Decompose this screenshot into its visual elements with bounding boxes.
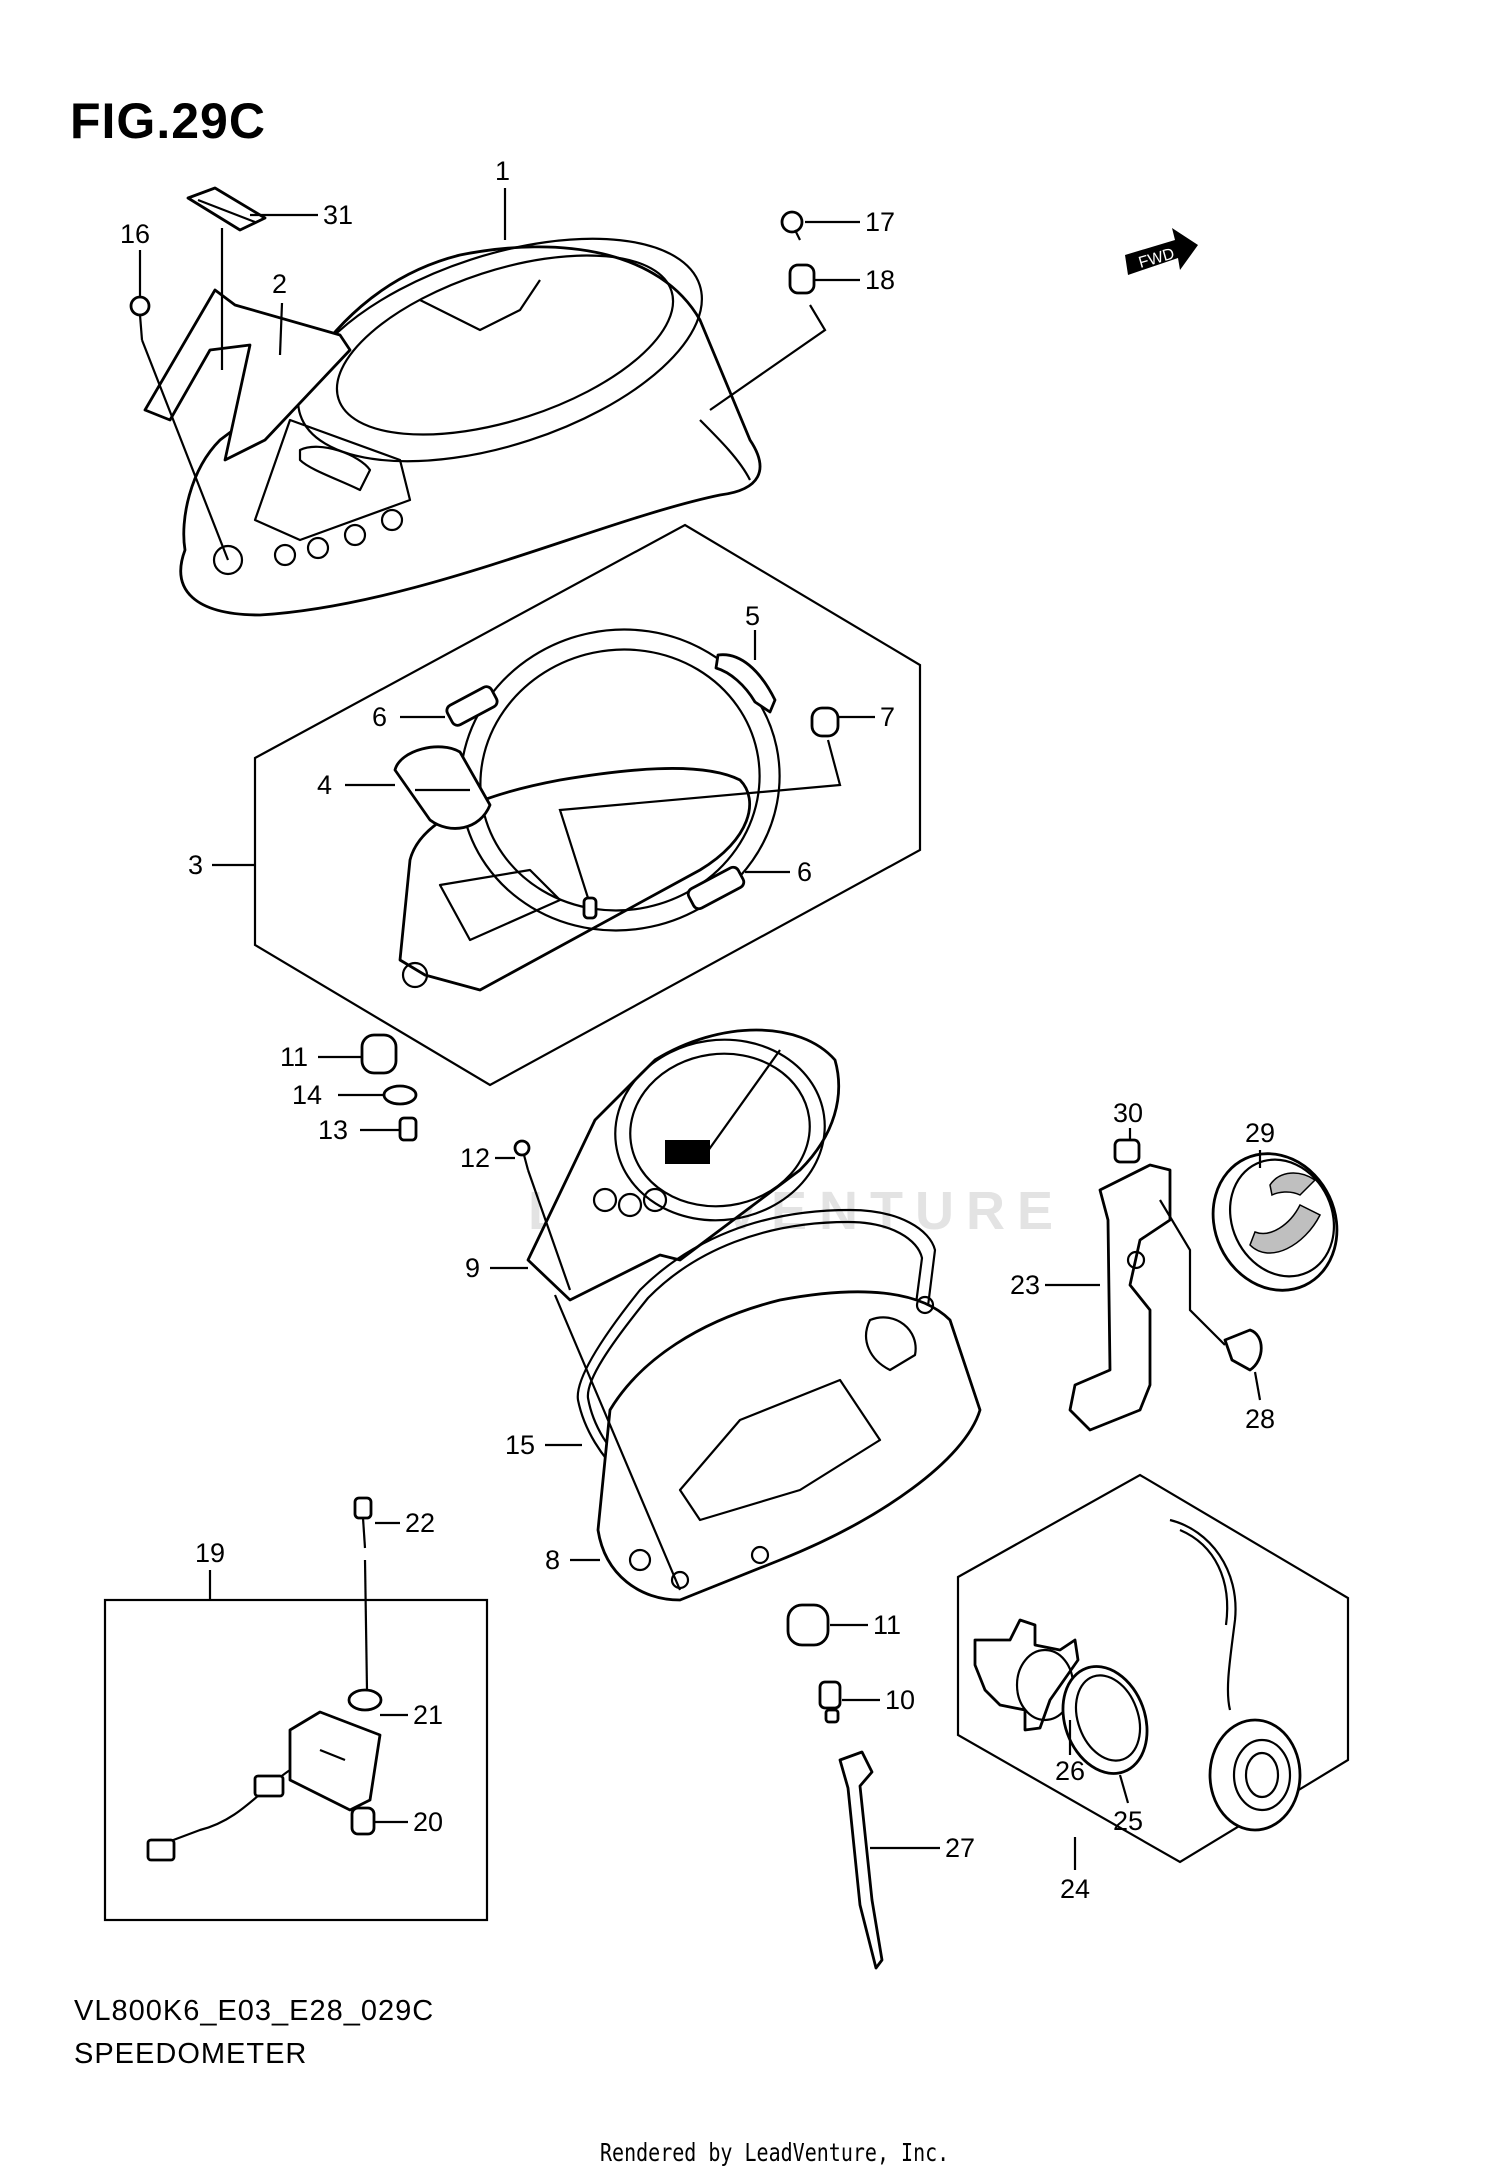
cushion-7-part — [810, 706, 840, 738]
callout-6-upper: 6 — [372, 702, 387, 732]
seal-25-part — [1061, 1665, 1149, 1775]
leader-lines — [138, 188, 1262, 1870]
callout-30: 30 — [1113, 1098, 1143, 1128]
bracket-23-part — [1068, 1163, 1172, 1432]
diagram-caption: SPEEDOMETER — [74, 2038, 308, 2070]
callout-18: 18 — [865, 265, 895, 295]
callout-8: 8 — [545, 1545, 560, 1575]
collar-18-part — [788, 263, 816, 295]
callout-9: 9 — [465, 1253, 480, 1283]
fwd-arrow-icon: FWD — [1125, 228, 1198, 275]
callout-7: 7 — [880, 702, 895, 732]
callout-6-lower: 6 — [797, 857, 812, 887]
pad-6-lower-part — [686, 865, 746, 911]
bolt-17-part — [780, 210, 804, 241]
meter-cover-part — [179, 237, 762, 617]
callout-26: 26 — [1055, 1756, 1085, 1786]
callout-27: 27 — [945, 1833, 975, 1863]
callout-24: 24 — [1060, 1874, 1090, 1904]
callout-12: 12 — [460, 1143, 490, 1173]
grommet-11-upper-part — [360, 1033, 398, 1075]
callout-25: 25 — [1113, 1806, 1143, 1836]
screw-13-part — [398, 1116, 418, 1142]
pad-4-part — [393, 745, 492, 830]
nut-30-part — [1113, 1138, 1141, 1164]
washer-14-part — [382, 1084, 418, 1106]
callout-4: 4 — [317, 770, 332, 800]
callout-16: 16 — [120, 219, 150, 249]
screw-12-part — [513, 1139, 531, 1171]
assembly-box-19 — [103, 1598, 489, 1922]
washer-21-part — [347, 1688, 383, 1712]
diagram-code: VL800K6_E03_E28_029C — [74, 1995, 435, 2027]
assembly-box-24 — [956, 1473, 1350, 1864]
callout-10: 10 — [885, 1685, 915, 1715]
callout-11-lower: 11 — [873, 1610, 901, 1640]
gear-unit-24-part — [1169, 1518, 1302, 1832]
callout-2: 2 — [272, 269, 287, 299]
callout-29: 29 — [1245, 1118, 1275, 1148]
callout-14: 14 — [292, 1080, 322, 1110]
fwd-badge-label: FWD — [1137, 245, 1177, 271]
callout-15: 15 — [505, 1430, 535, 1460]
assembly-box-3 — [253, 523, 922, 1087]
cable-tie-27-part — [838, 1750, 884, 1970]
clip-28-part — [1223, 1328, 1263, 1372]
bush-20-part — [350, 1806, 376, 1836]
sensor-19-part — [146, 1710, 382, 1862]
callout-20: 20 — [413, 1807, 443, 1837]
callout-21: 21 — [413, 1700, 443, 1730]
screw-16-part — [129, 295, 151, 341]
callout-19: 19 — [195, 1538, 225, 1568]
callout-22: 22 — [405, 1508, 435, 1538]
bolt-22-part — [353, 1496, 373, 1549]
grommet-11-lower-part — [786, 1603, 830, 1647]
callout-13: 13 — [318, 1115, 348, 1145]
indicator-29-part — [1211, 1152, 1339, 1292]
rendered-by-credit: Rendered by LeadVenture, Inc. — [600, 2138, 950, 2167]
callout-31: 31 — [323, 200, 353, 230]
callout-3: 3 — [188, 850, 203, 880]
callout-17: 17 — [865, 207, 895, 237]
callout-labels: 1 2 3 4 5 6 6 7 8 9 10 11 11 12 13 14 15… — [120, 156, 1275, 1904]
callout-5: 5 — [745, 601, 760, 631]
callout-28: 28 — [1245, 1404, 1275, 1434]
pad-6-upper-part — [445, 685, 499, 727]
meter-unit-part — [526, 1028, 841, 1302]
pad-5-part — [714, 653, 777, 714]
lower-case-8-part — [596, 1290, 982, 1602]
callout-1: 1 — [495, 156, 510, 186]
figure-title: FIG.29C — [70, 93, 266, 149]
pin-small-part — [582, 896, 598, 920]
callout-11-upper: 11 — [280, 1042, 308, 1072]
callout-23: 23 — [1010, 1270, 1040, 1300]
bracket-part — [143, 288, 352, 462]
screw-10-part — [818, 1680, 842, 1724]
emblem-part — [186, 186, 267, 232]
